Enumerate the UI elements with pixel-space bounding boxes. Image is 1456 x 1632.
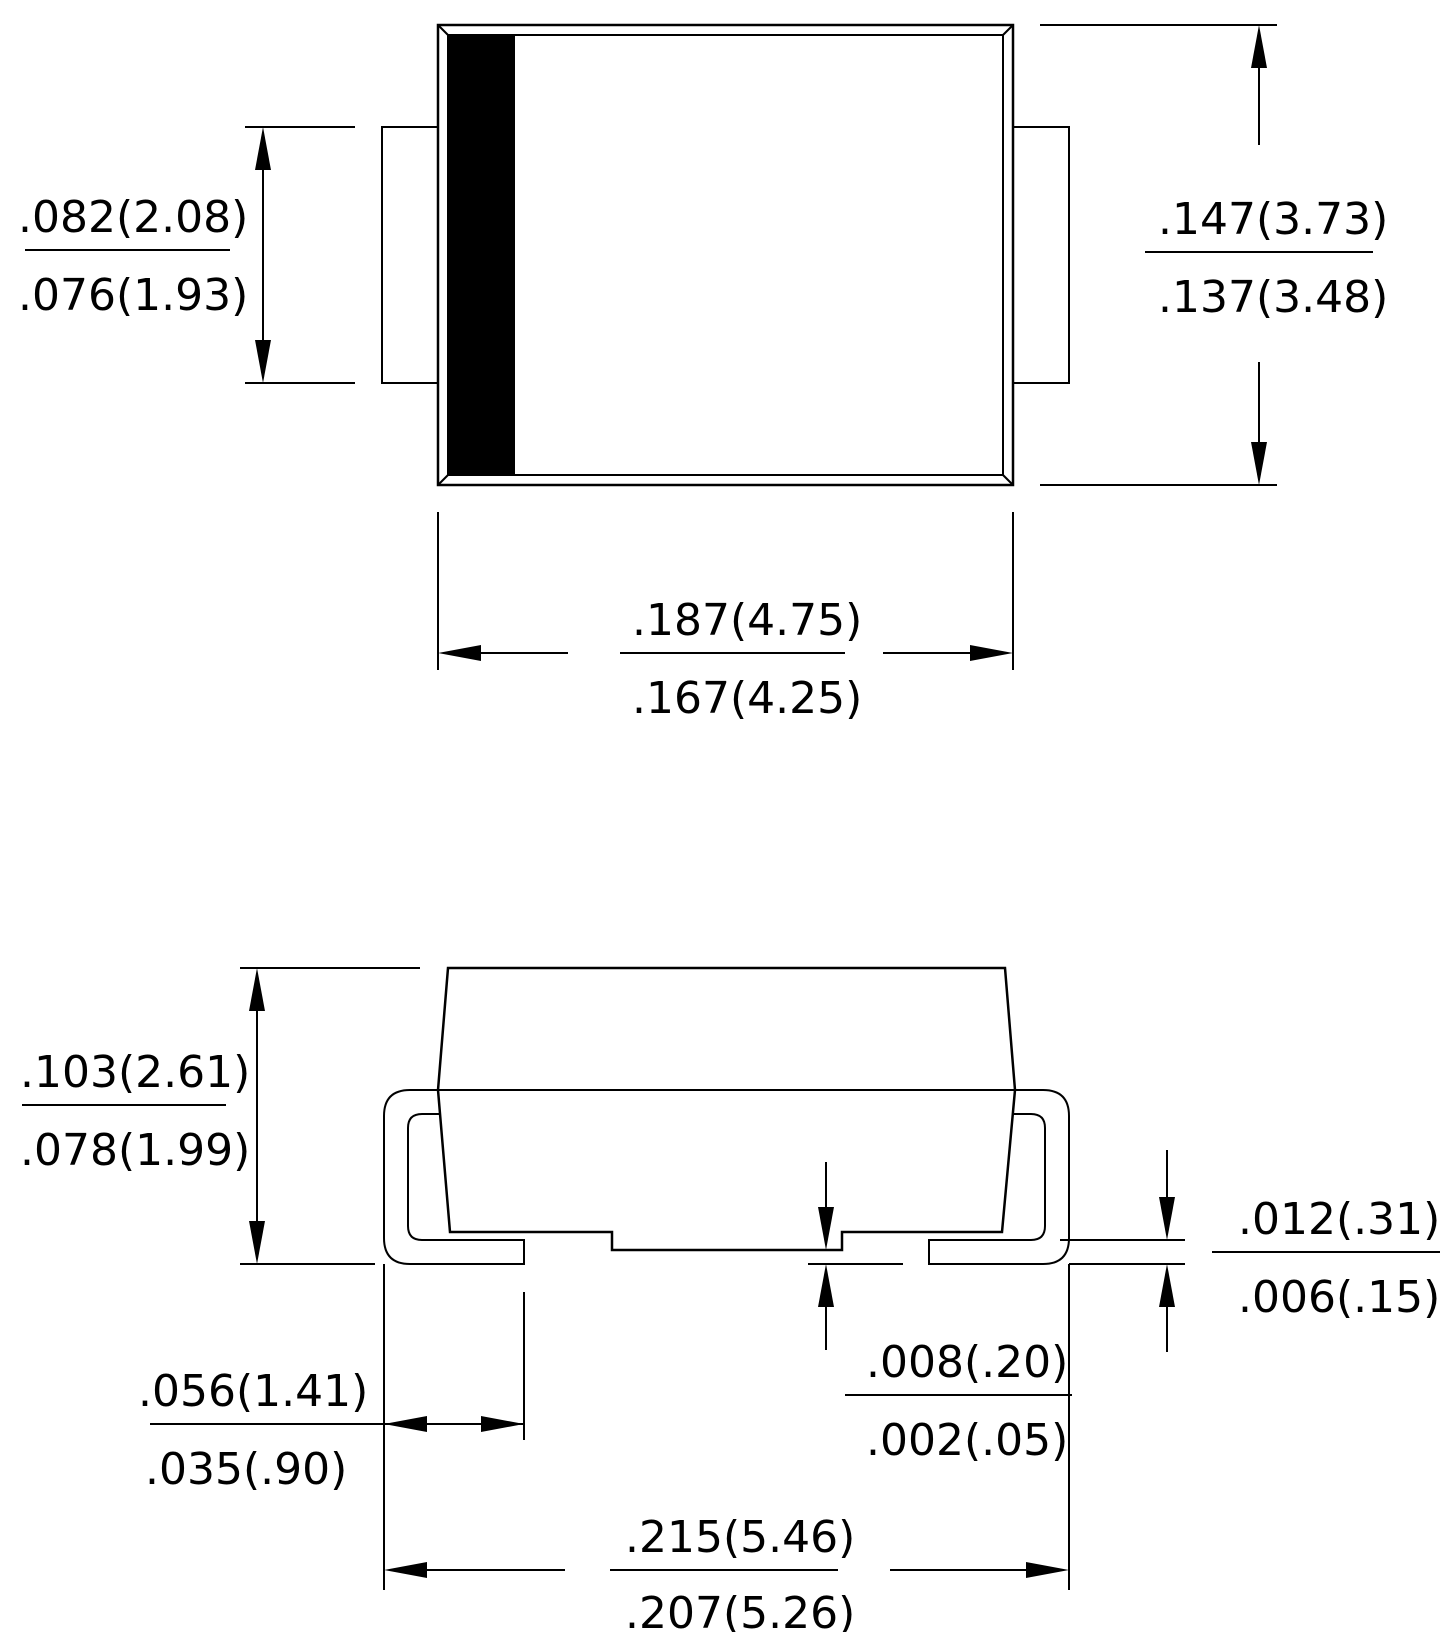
top-view: .082(2.08) .076(1.93) .147(3.73) .137(3.… (18, 23, 1388, 724)
body-length-min: .167(4.25) (632, 673, 862, 724)
overall-length-max: .215(5.46) (625, 1512, 855, 1563)
lead-length-max: .056(1.41) (138, 1366, 368, 1417)
lead-thickness-max: .012(.31) (1238, 1194, 1440, 1245)
cathode-band (448, 35, 515, 475)
side-left-lead (383, 1089, 525, 1265)
body-height-min: .137(3.48) (1158, 272, 1388, 323)
side-right-lead (928, 1089, 1070, 1265)
lead-width-min: .076(1.93) (18, 270, 248, 321)
dim-body-height: .147(3.73) .137(3.48) (1040, 24, 1388, 486)
dim-body-length: .187(4.75) .167(4.25) (437, 512, 1014, 724)
overall-length-min: .207(5.26) (625, 1588, 855, 1632)
dim-overall-height: .103(2.61) .078(1.99) (20, 967, 420, 1265)
standoff-min: .002(.05) (866, 1415, 1068, 1466)
dim-standoff: .008(.20) .002(.05) (808, 1162, 1072, 1466)
overall-height-max: .103(2.61) (20, 1047, 250, 1098)
lead-width-max: .082(2.08) (18, 192, 248, 243)
lead-length-min: .035(.90) (145, 1444, 347, 1495)
dim-lead-thickness: .012(.31) .006(.15) (1060, 1150, 1440, 1352)
dim-overall-length: .215(5.46) .207(5.26) (384, 1264, 1070, 1632)
dim-lead-width: .082(2.08) .076(1.93) (18, 126, 355, 384)
top-body-inner (447, 34, 1004, 476)
top-right-lead (1012, 126, 1070, 384)
overall-height-min: .078(1.99) (20, 1125, 250, 1176)
dim-lead-length: .056(1.41) .035(.90) (138, 1264, 525, 1590)
top-left-lead (381, 126, 439, 384)
side-view: .103(2.61) .078(1.99) .008(.20) .002(.05… (20, 966, 1440, 1632)
side-body (436, 966, 1017, 1252)
standoff-max: .008(.20) (866, 1337, 1068, 1388)
lead-thickness-min: .006(.15) (1238, 1272, 1440, 1323)
body-height-max: .147(3.73) (1158, 194, 1388, 245)
top-body-outer (436, 23, 1015, 487)
body-length-max: .187(4.75) (632, 595, 862, 646)
